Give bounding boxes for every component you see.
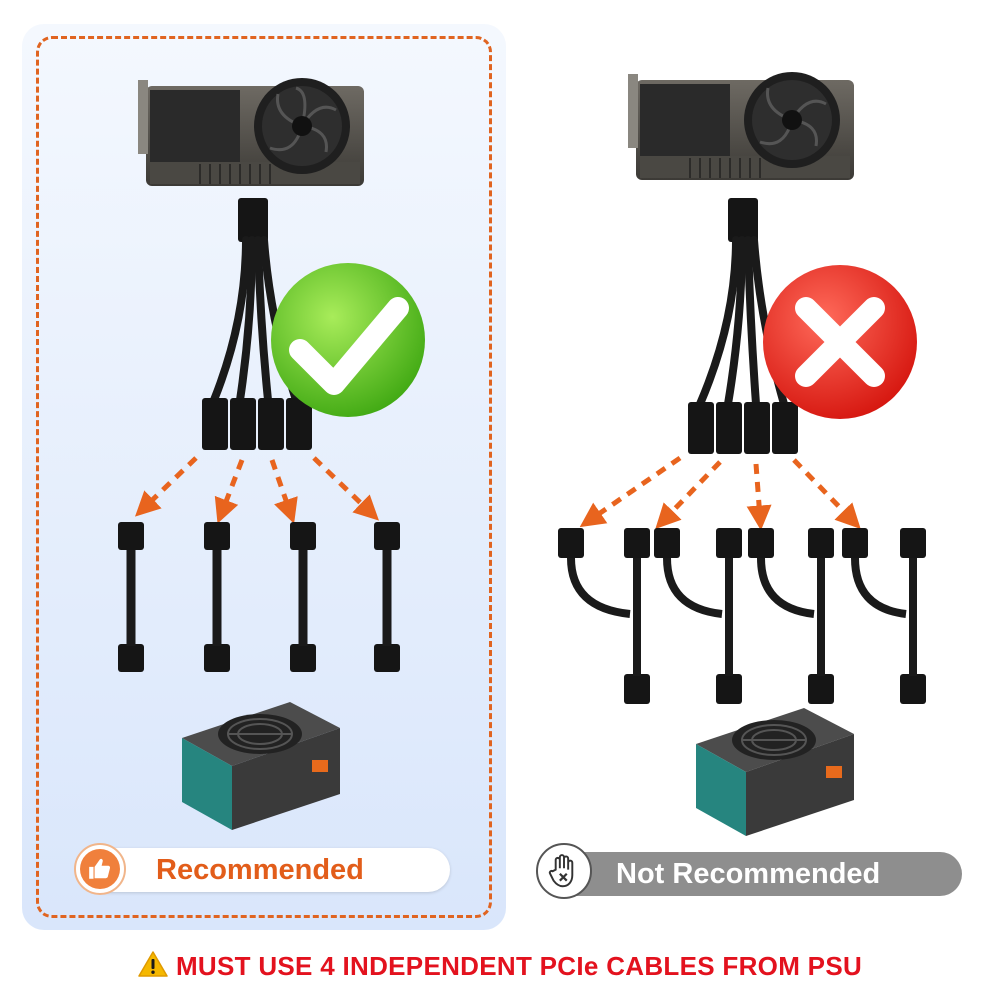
connection-arrows <box>134 456 379 524</box>
power-supply-icon <box>696 708 854 836</box>
recommended-panel-border <box>36 36 492 918</box>
splitter-cable <box>210 198 300 404</box>
power-supply-icon <box>182 702 340 830</box>
warning-message: MUST USE 4 INDEPENDENT PCIe CABLES FROM … <box>0 950 1000 982</box>
independent-pcie-cables <box>118 522 400 672</box>
recommended-text: Recommended <box>156 853 364 886</box>
stop-hand-icon <box>536 843 592 899</box>
gpu-connectors <box>688 402 798 454</box>
daisy-chain-cables <box>558 528 926 704</box>
splitter-cable <box>696 198 788 408</box>
not-recommended-text: Not Recommended <box>616 857 881 890</box>
graphics-card-icon <box>628 72 854 180</box>
graphics-card-icon <box>138 78 364 186</box>
checkmark-icon <box>271 263 425 417</box>
warning-text: MUST USE 4 INDEPENDENT PCIe CABLES FROM … <box>175 951 863 981</box>
connection-arrows <box>579 455 861 531</box>
recommended-label: Recommended <box>82 848 450 892</box>
cross-icon <box>763 265 917 419</box>
warning-icon <box>138 951 168 977</box>
thumbs-up-icon <box>74 843 126 895</box>
not-recommended-label: Not Recommended <box>546 852 962 896</box>
gpu-connectors <box>202 398 312 450</box>
